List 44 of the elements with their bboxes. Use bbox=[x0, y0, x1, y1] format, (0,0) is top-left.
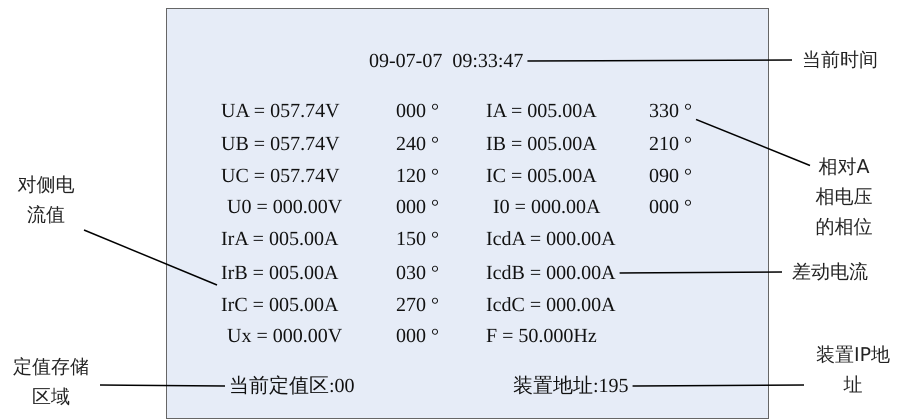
leader-line bbox=[620, 271, 782, 274]
reading-text: IcdA = 000.00A bbox=[486, 227, 616, 251]
angle-text: 240 ° bbox=[396, 132, 439, 156]
callout-label: 差动电流 bbox=[782, 257, 878, 287]
status-text: 装置地址:195 bbox=[509, 374, 633, 398]
reading-text: IC = 005.00A bbox=[486, 164, 597, 188]
callout-label: 定值存储区域 bbox=[2, 352, 100, 412]
display-screen bbox=[166, 8, 769, 419]
timestamp-text: 09-07-07 09:33:47 bbox=[365, 49, 528, 73]
angle-text: 150 ° bbox=[396, 227, 439, 251]
reading-text: Ux = 000.00V bbox=[227, 324, 342, 348]
callout-label: 装置IP地址 bbox=[804, 340, 902, 400]
reading-text: UC = 057.74V bbox=[221, 164, 340, 188]
angle-text: 090 ° bbox=[649, 164, 692, 188]
reading-text: IcdB = 000.00A bbox=[482, 261, 620, 285]
callout-label: 当前时间 bbox=[792, 45, 888, 75]
leader-line bbox=[100, 384, 225, 387]
leader-line bbox=[696, 118, 810, 166]
reading-text: IB = 005.00A bbox=[486, 132, 597, 156]
reading-text: F = 50.000Hz bbox=[486, 324, 597, 348]
angle-text: 000 ° bbox=[649, 195, 692, 219]
leader-line bbox=[632, 384, 804, 387]
reading-text: I0 = 000.00A bbox=[493, 195, 600, 219]
callout-label: 对侧电流值 bbox=[8, 170, 84, 230]
reading-text: IrC = 005.00A bbox=[221, 293, 338, 317]
reading-text: UA = 057.74V bbox=[221, 99, 340, 123]
reading-text: UB = 057.74V bbox=[221, 132, 340, 156]
callout-label: 相对A相电压的相位 bbox=[810, 152, 878, 242]
reading-text: IA = 005.00A bbox=[486, 99, 597, 123]
angle-text: 000 ° bbox=[396, 99, 439, 123]
reading-text: U0 = 000.00V bbox=[227, 195, 342, 219]
angle-text: 030 ° bbox=[396, 261, 439, 285]
angle-text: 120 ° bbox=[396, 164, 439, 188]
leader-line bbox=[84, 229, 218, 286]
angle-text: 000 ° bbox=[396, 195, 439, 219]
status-text: 当前定值区:00 bbox=[225, 374, 359, 398]
reading-text: IrB = 005.00A bbox=[217, 261, 342, 285]
leader-line bbox=[527, 59, 792, 62]
angle-text: 270 ° bbox=[396, 293, 439, 317]
reading-text: IrA = 005.00A bbox=[221, 227, 338, 251]
reading-text: IcdC = 000.00A bbox=[486, 293, 616, 317]
angle-text: 210 ° bbox=[649, 132, 692, 156]
angle-text: 000 ° bbox=[396, 324, 439, 348]
angle-text: 330 ° bbox=[645, 99, 696, 123]
